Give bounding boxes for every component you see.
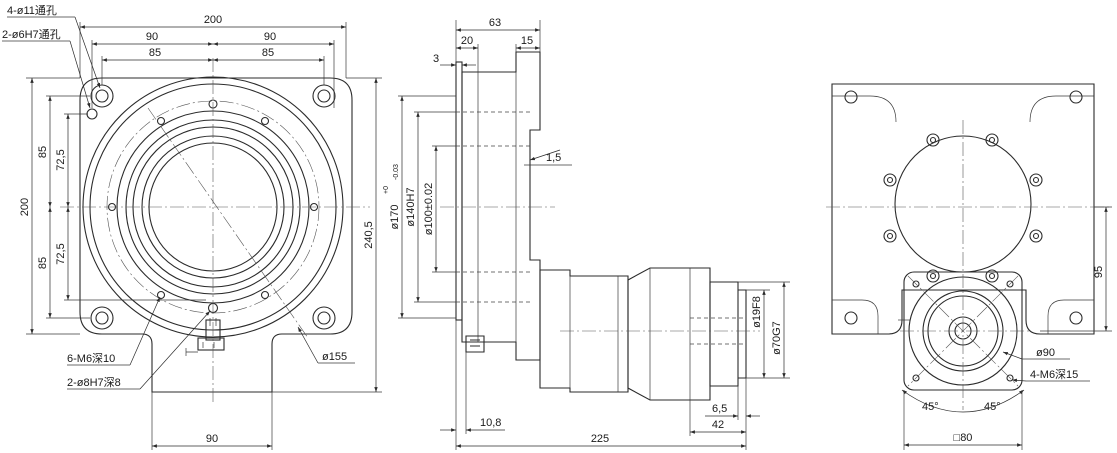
dim-upper-72-5: 72,5	[55, 149, 67, 170]
dim-half-left: 90	[146, 31, 158, 43]
dim-right-height: 240,5	[363, 221, 375, 249]
angle-right-45: 45°	[984, 401, 1001, 413]
dim-gap-3: 3	[433, 53, 439, 65]
dim-overall-length: 225	[591, 433, 609, 445]
dim-lower-72-5: 72,5	[55, 243, 67, 264]
rear-plate-outline	[831, 83, 1095, 335]
dim-height-95: 95	[1093, 266, 1105, 278]
dim-10-8: 10,8	[480, 417, 501, 429]
callout-pitch-circle: ø155	[322, 351, 347, 363]
dim-top-width: 200	[204, 14, 222, 26]
sensor-bracket	[185, 318, 225, 356]
dim-dia-100: ø100±0.02	[423, 183, 435, 236]
dim-6-5: 6,5	[712, 403, 727, 415]
dim-dia-170: ø170	[389, 204, 401, 229]
side-reducer	[539, 269, 629, 393]
dim-overall-top: 63	[489, 17, 501, 29]
dim-dia-140: ø140H7	[405, 187, 417, 226]
dim-flange-20: 20	[461, 35, 473, 47]
side-main-body	[461, 51, 541, 361]
dim-lower-85: 85	[37, 257, 49, 269]
dim-left-height: 200	[19, 198, 31, 216]
dim-upper-85: 85	[37, 146, 49, 158]
rear-view: 95 ø90 4-M6深15 45° 45° □80	[826, 83, 1112, 450]
dim-dia-170-tol-upper: +0	[383, 186, 390, 194]
dim-half-right: 90	[264, 31, 276, 43]
callout-pin-holes: 2-ø6H7通孔	[2, 28, 61, 41]
side-output-housing	[627, 267, 711, 401]
dim-square-80: □80	[954, 432, 973, 444]
side-shaft	[709, 281, 747, 387]
dim-dia-170-tol-lower: -0.03	[393, 164, 400, 180]
callout-thread-15: 4-M6深15	[1030, 368, 1078, 381]
dim-flange-15: 15	[521, 35, 533, 47]
dim-42: 42	[712, 419, 724, 431]
dim-bottom-width: 90	[206, 433, 218, 445]
dim-pitch-left: 85	[149, 47, 161, 59]
dim-shaft-70: ø70G7	[771, 321, 783, 355]
front-view: 200 90 90 85 85 4-ø11通孔 2-ø6H7通孔 200 85 …	[2, 4, 382, 450]
dim-pitch-right: 85	[262, 47, 274, 59]
angle-left-45: 45°	[922, 401, 939, 413]
callout-through-holes: 4-ø11通孔	[7, 4, 57, 17]
side-view: 63 20 15 3 1,5 ø170 +0 -0.03 ø140H7 ø100…	[383, 17, 790, 450]
dim-shaft-19: ø19F8	[751, 296, 763, 328]
dim-step-1-5: 1,5	[546, 152, 561, 164]
callout-dia-90: ø90	[1036, 347, 1055, 359]
front-plate-outline	[79, 77, 353, 393]
callout-dowel-holes: 2-ø8H7深8	[67, 376, 121, 389]
callout-thread-holes: 6-M6深10	[67, 352, 115, 365]
side-mount-face	[455, 61, 463, 321]
